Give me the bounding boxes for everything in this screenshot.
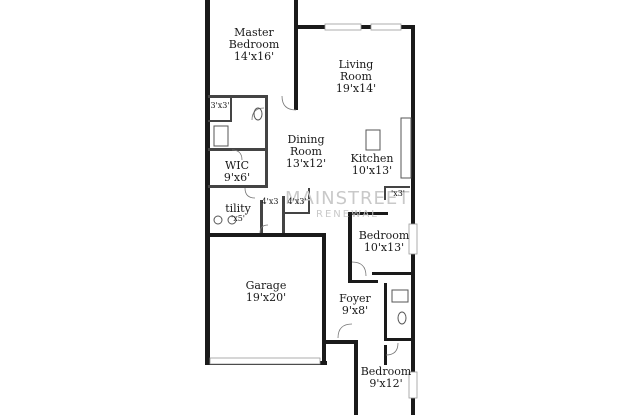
room-name: Garage — [245, 279, 287, 292]
room-size: 9'x12' — [369, 377, 403, 390]
room-name: tility — [225, 202, 251, 215]
closet-4x3-label-b: 4'x3' — [287, 197, 307, 206]
room-utility: tility 'x5' — [225, 203, 251, 223]
room-dining-room: Dining Room 13'x12' — [286, 134, 326, 170]
room-master-bedroom: Master Bedroom 14'x16' — [229, 27, 280, 63]
room-size: 10'x13' — [363, 241, 405, 254]
closet-4x3-label-a: 4'x3 — [261, 197, 279, 206]
watermark-line-2: RENEWAL — [316, 209, 379, 220]
room-size: 10'x13' — [351, 164, 393, 177]
room-name: Dining Room — [287, 133, 325, 158]
windows — [209, 23, 418, 399]
room-name: Bedroom — [360, 365, 412, 378]
room-size: 'x5' — [230, 214, 245, 223]
room-name: Foyer — [339, 292, 371, 305]
pantry-label: 'x3' — [391, 189, 405, 198]
room-living-room: Living Room 19'x14' — [336, 59, 376, 95]
room-kitchen: Kitchen 10'x13' — [351, 153, 394, 177]
watermark-line-1: MAINSTREET — [285, 188, 411, 209]
room-name: Master Bedroom — [228, 26, 280, 51]
room-size: 9'x6' — [223, 171, 251, 184]
room-size: 13'x12' — [285, 157, 327, 170]
room-size: 19'x20' — [245, 291, 287, 304]
door-swings — [231, 95, 399, 356]
room-garage: Garage 19'x20' — [246, 280, 287, 304]
fixtures — [213, 107, 409, 325]
closet-3x3-label: 3'x3' — [210, 101, 230, 110]
room-name: Bedroom — [358, 229, 410, 242]
room-name: Living Room — [338, 58, 374, 83]
room-foyer: Foyer 9'x8' — [339, 293, 371, 317]
room-bedroom-2: Bedroom 9'x12' — [361, 366, 412, 390]
room-name: WIC — [224, 159, 250, 172]
room-size: 14'x16' — [233, 50, 275, 63]
room-size: 19'x14' — [335, 82, 377, 95]
room-size: 9'x8' — [341, 304, 369, 317]
room-bedroom-1: Bedroom 10'x13' — [359, 230, 410, 254]
room-wic: WIC 9'x6' — [224, 160, 250, 184]
room-name: Kitchen — [350, 152, 394, 165]
